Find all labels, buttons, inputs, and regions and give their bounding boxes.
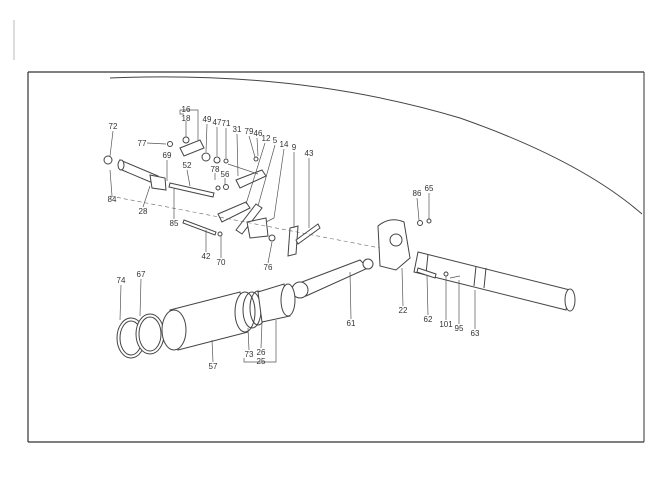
callout-43: 43 — [305, 149, 314, 158]
callout-79: 79 — [245, 127, 254, 136]
part-61-link — [291, 258, 374, 299]
callout-25: 25 — [257, 357, 266, 366]
callout-28: 28 — [139, 207, 148, 216]
callout-46: 46 — [254, 129, 263, 138]
callout-86: 86 — [413, 189, 422, 198]
part-9-43-lever — [287, 223, 321, 257]
callout-57: 57 — [209, 362, 218, 371]
callout-14: 14 — [280, 140, 289, 149]
callout-76: 76 — [264, 263, 273, 272]
leader-lines — [109, 109, 476, 363]
callout-67: 67 — [137, 270, 146, 279]
callout-47: 47 — [213, 118, 222, 127]
callout-95: 95 — [455, 324, 464, 333]
callout-101: 101 — [439, 320, 453, 329]
callout-78: 78 — [211, 165, 220, 174]
callout-labels: 72 84 77 16 18 49 47 71 31 79 46 12 5 14… — [108, 105, 480, 371]
page-frame — [13, 20, 645, 443]
callout-63: 63 — [471, 329, 480, 338]
callout-85: 85 — [170, 219, 179, 228]
part-12-lever — [217, 201, 269, 239]
part-63-main-shaft — [413, 251, 576, 312]
part-57-cylinder — [116, 283, 296, 359]
callout-56: 56 — [221, 170, 230, 179]
housing-outline — [109, 76, 643, 215]
part-31-lever — [227, 156, 267, 189]
callout-49: 49 — [203, 115, 212, 124]
callout-62: 62 — [424, 315, 433, 324]
callout-16: 16 — [182, 105, 191, 114]
callout-61: 61 — [347, 319, 356, 328]
callout-72: 72 — [109, 122, 118, 131]
part-16-link — [167, 136, 229, 164]
part-22-arm — [377, 218, 461, 279]
callout-84: 84 — [108, 195, 117, 204]
callout-52: 52 — [183, 161, 192, 170]
callout-42: 42 — [202, 252, 211, 261]
callout-18: 18 — [182, 114, 191, 123]
callout-9: 9 — [292, 143, 297, 152]
callout-77: 77 — [138, 139, 147, 148]
callout-73: 73 — [245, 350, 254, 359]
callout-71: 71 — [222, 119, 231, 128]
part-42-pin — [182, 219, 276, 242]
part-52-rod — [168, 182, 229, 198]
callout-26: 26 — [257, 348, 266, 357]
part-28-shaft — [103, 155, 167, 191]
callout-69: 69 — [163, 151, 172, 160]
callout-5: 5 — [273, 136, 278, 145]
callout-31: 31 — [233, 125, 242, 134]
callout-22: 22 — [399, 306, 408, 315]
callout-12: 12 — [262, 134, 271, 143]
callout-70: 70 — [217, 258, 226, 267]
callout-74: 74 — [117, 276, 126, 285]
callout-65: 65 — [425, 184, 434, 193]
axis-line — [109, 195, 381, 249]
